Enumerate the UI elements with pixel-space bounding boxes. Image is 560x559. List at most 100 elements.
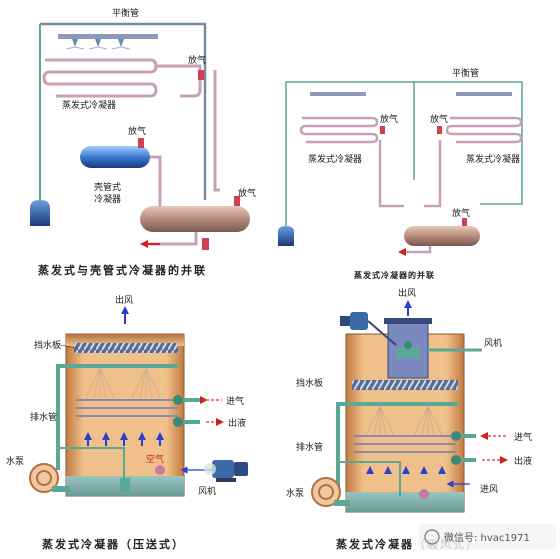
evap-condenser-label: 蒸发式冷凝器 (62, 99, 116, 111)
pump-icon (278, 226, 294, 246)
gas-in-fitting (173, 395, 183, 405)
coil-tubes (76, 399, 178, 417)
pump-icon (29, 463, 70, 493)
vent-valve-2 (437, 126, 442, 134)
shell-outlet-pipe (150, 155, 162, 210)
circulation-pipe (336, 402, 352, 490)
balance-pipe (40, 22, 207, 200)
vent-label-2: 放气 (430, 113, 448, 125)
air-out-arrow (121, 306, 129, 314)
evap-condenser-label-2: 蒸发式冷凝器 (466, 153, 520, 165)
gas-in-arrow (480, 432, 508, 440)
spray-header (74, 364, 178, 368)
coil-tubes (354, 435, 456, 453)
pump-icon (30, 200, 50, 226)
liquid-out-arrowhead (140, 240, 148, 248)
spray-header (352, 402, 458, 406)
pump-label: 水泵 (286, 487, 304, 499)
air-out-arrow (404, 300, 412, 308)
drain-pipe (340, 461, 401, 496)
diagram-bottom-left: 出风 挡水板 排水管 进气 出液 空气 风机 (6, 294, 248, 551)
evap-condenser-label-1: 蒸发式冷凝器 (308, 153, 362, 165)
air-out-label: 出风 (115, 294, 133, 306)
watermark-text: 微信号: hvac1971 (444, 531, 530, 544)
fan-motor (340, 312, 397, 346)
spray-pattern (85, 367, 161, 399)
coil-2 (445, 116, 523, 144)
fan-icon (204, 460, 248, 482)
drift-eliminator (352, 380, 458, 390)
vent-label-3: 放气 (452, 207, 470, 219)
liquid-out-pipe (150, 232, 198, 246)
float-valve (419, 489, 429, 499)
spray-nozzles (65, 39, 131, 50)
diagram-top-left: 放气 平衡管 蒸发式冷凝器 放气 壳管式 冷凝器 放气 蒸发式与壳管式冷凝器的并… (30, 7, 256, 277)
air-out-arrow-shaft (124, 314, 126, 324)
gas-in-arrow (200, 396, 222, 404)
vent-label-1: 放气 (380, 113, 398, 125)
liquid-out-pipe (404, 246, 432, 254)
vent-valve-3 (234, 196, 240, 206)
liquid-out-arrow (206, 418, 224, 426)
receiver-tank (140, 206, 250, 232)
evaporative-coil (42, 58, 158, 98)
vent-valve-1 (198, 70, 204, 80)
watermark: 微信号: hvac1971 (418, 524, 556, 550)
balance-pipe-label: 平衡管 (452, 67, 479, 79)
liquid-out-label: 出液 (514, 455, 532, 467)
drift-eliminator-label: 挡水板 (296, 377, 323, 389)
coil-1 (299, 116, 379, 144)
gas-in-label: 进气 (514, 431, 532, 443)
vent-valve-1 (380, 126, 385, 134)
liquid-out-arrowhead (398, 248, 406, 256)
check-valve (120, 478, 130, 492)
fan-blades (396, 341, 420, 358)
spray-header (58, 34, 158, 39)
vent-valve-3 (462, 218, 467, 226)
shell-tube-label-1: 壳管式 (94, 181, 121, 193)
vent-label-3: 放气 (238, 187, 256, 199)
drift-eliminator (74, 343, 178, 353)
diagram-bottom-right: 出风 风机 挡水板 排水管 进气 (286, 287, 532, 551)
drain-pipe (60, 447, 125, 480)
vent-valve-2 (138, 138, 144, 148)
caption-top-left: 蒸发式与壳管式冷凝器的并联 (38, 263, 207, 277)
liquid-out-fitting (451, 455, 461, 465)
wechat-icon (424, 529, 440, 545)
spray-pattern (365, 405, 443, 437)
drain-pipe-label: 排水管 (296, 441, 323, 453)
fan-stack-top (384, 318, 432, 324)
air-in-label: 进风 (480, 484, 498, 495)
coil-outlet-pipe (156, 64, 202, 98)
pump-label: 水泵 (6, 455, 24, 467)
vent-label-1: 放气 (188, 54, 206, 66)
gas-in-fitting (451, 431, 461, 441)
air-out-label: 出风 (398, 287, 416, 299)
drift-leader (59, 344, 77, 349)
air-flow-arrows (366, 466, 446, 474)
drop-pipe (213, 70, 220, 192)
float-valve (155, 465, 165, 475)
fan-label: 风机 (484, 337, 502, 349)
spray-header-1 (310, 92, 366, 96)
fan-label: 风机 (198, 485, 216, 497)
diagram-top-right: 平衡管 放气 放气 蒸发式冷凝器 蒸发式冷凝器 放气 蒸发式冷凝器的并联 (278, 67, 523, 280)
coil-drop-pipes (378, 140, 442, 208)
shell-tube-label-2: 冷凝器 (94, 193, 121, 205)
vent-label-2: 放气 (128, 125, 146, 137)
balance-pipe-label: 平衡管 (112, 7, 139, 19)
liquid-out-label: 出液 (228, 417, 246, 429)
receiver-tank (404, 226, 480, 246)
spray-header-2 (456, 92, 512, 96)
frame-pipe (285, 81, 523, 230)
liquid-out-arrow (482, 456, 508, 464)
air-label: 空气 (146, 453, 164, 465)
gas-in-label: 进气 (226, 395, 244, 407)
drift-eliminator-label: 挡水板 (34, 339, 61, 351)
caption-top-right: 蒸发式冷凝器的并联 (354, 270, 435, 280)
shell-tube-condenser (80, 146, 150, 168)
air-out-arrow-shaft (407, 308, 409, 316)
caption-bottom-left: 蒸发式冷凝器（压送式） (42, 537, 185, 551)
pump-icon (311, 477, 350, 507)
